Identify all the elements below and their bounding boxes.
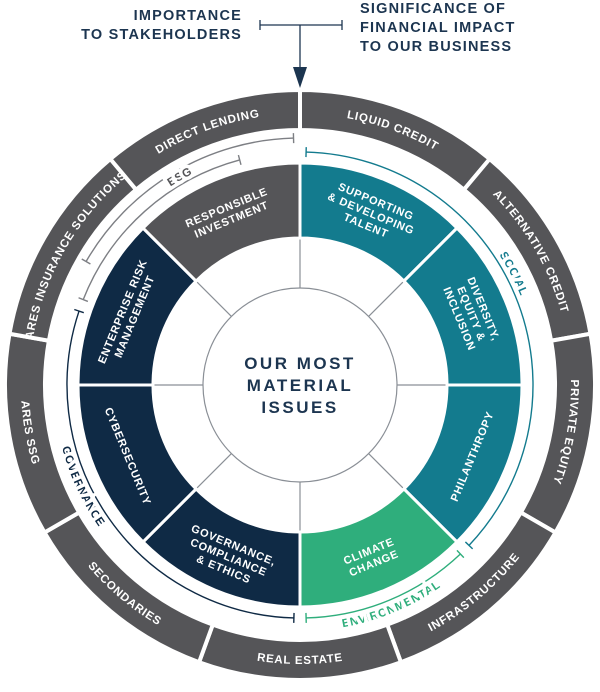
axis-arrow [259,20,343,88]
outer-ring-label-text: REAL ESTATE [256,652,343,667]
social-bracket [306,151,534,546]
outer-ring-label: REAL ESTATE [256,652,343,667]
environmental-bracket-tick [456,549,465,559]
center-title-line: MATERIAL [247,376,354,395]
importance-to-stakeholders-label: IMPORTANCE TO STAKEHOLDERS [81,7,242,45]
inner-divider-line [193,453,232,492]
center-circle [202,287,398,483]
inner-divider-line [368,278,407,317]
header-right-line: TO OUR BUSINESS [360,39,513,55]
financial-impact-label: SIGNIFICANCE OF FINANCIAL IMPACT TO OUR … [360,0,516,57]
environmental-bracket [306,553,461,619]
esg-bracket-inner [82,159,240,300]
header-left-line: TO STAKEHOLDERS [81,27,242,43]
esg-bracket-inner-tick [237,154,242,165]
inner-divider-line [368,453,407,492]
esg-bracket-outer-tick [81,258,91,265]
issue-segment-esg [140,161,302,284]
social-bracket-tick [464,541,474,550]
esg-bracket-inner-tick [78,297,89,303]
outer-ring-segment [196,622,404,682]
arrow-down-icon [293,67,307,88]
outer-ring-segment [107,87,302,193]
inner-divider-line [193,278,232,317]
issue-label: GOVERNANCE,COMPLIANCE& ETHICS [179,523,277,593]
header-right-line: FINANCIAL IMPACT [360,20,516,36]
governance-bracket [66,310,294,619]
esg-bracket-outer [85,137,294,262]
header-left-line: IMPORTANCE [133,8,242,24]
center-title-line: ISSUES [261,398,338,417]
governance-bracket-tick [74,308,85,314]
header-right-line: SIGNIFICANCE OF [360,1,507,17]
center-title-line: OUR MOST [244,354,356,373]
